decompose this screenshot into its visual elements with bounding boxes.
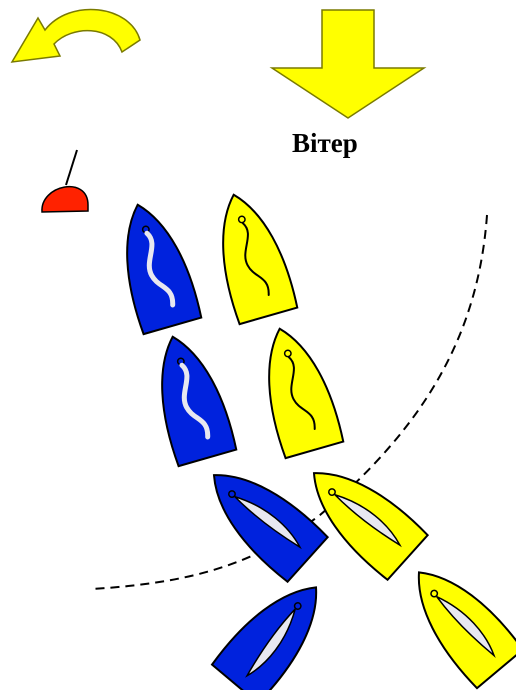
wind-label: Вітер [292,128,358,158]
sailboat-icon [212,474,330,584]
boat-hull [126,203,203,336]
boat-sail [245,608,296,678]
boat-sail [144,230,176,308]
sailboat-icon [161,335,238,468]
boat-hull [161,335,238,468]
sailboat-icon [210,586,318,690]
buoy-mark-icon [41,149,89,213]
boat-hull [268,327,345,460]
mast-marker [430,589,439,598]
mast-marker [293,602,302,610]
boat-sail [234,496,302,550]
mast-marker [328,488,336,496]
boat-hull [417,571,516,690]
sailboat-icon [222,193,299,326]
boats-group [126,193,516,690]
sailboat-icon [312,472,430,582]
sailboat-icon [126,203,203,336]
sailboat-icon [268,327,345,460]
boat-sail [241,222,270,296]
down-arrow-icon [269,9,427,119]
curved-left-arrow-icon [10,8,141,63]
boat-sail [334,494,402,548]
boat-sail [436,595,496,658]
sailboat-icon [417,571,516,690]
mast-marker [228,490,236,498]
boat-sail [287,356,316,430]
boat-sail [179,362,211,440]
boat-hull [210,586,318,690]
mast-marker [283,349,292,358]
boat-hull [222,193,299,326]
mast-marker [237,215,246,224]
